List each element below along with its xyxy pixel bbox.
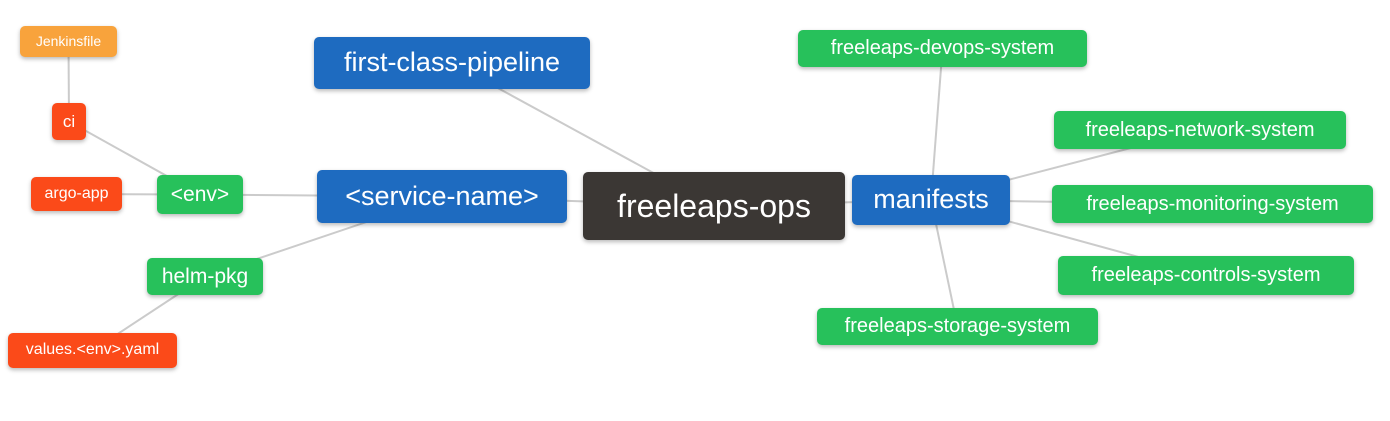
node-label: freeleaps-ops	[617, 187, 811, 224]
node-freeleaps-network-system[interactable]: freeleaps-network-system	[1054, 111, 1346, 149]
node-argo-app[interactable]: argo-app	[31, 177, 122, 211]
node-label: freeleaps-controls-system	[1091, 264, 1321, 286]
node-label: freeleaps-devops-system	[830, 37, 1055, 59]
node-label: argo-app	[44, 184, 109, 202]
node-helm-pkg[interactable]: helm-pkg	[147, 258, 263, 295]
node-label: manifests	[873, 184, 989, 214]
node-freeleaps-controls-system[interactable]: freeleaps-controls-system	[1058, 256, 1354, 295]
node-label: <env>	[170, 182, 230, 206]
node-values-env-yaml[interactable]: values.<env>.yaml	[8, 333, 177, 368]
node-label: freeleaps-storage-system	[844, 315, 1071, 337]
node-label: freeleaps-network-system	[1085, 118, 1315, 141]
node-label: helm-pkg	[161, 264, 249, 288]
node-freeleaps-devops-system[interactable]: freeleaps-devops-system	[798, 30, 1087, 67]
node-label: values.<env>.yaml	[25, 341, 160, 358]
node-label: first-class-pipeline	[343, 47, 561, 77]
node-ci[interactable]: ci	[52, 103, 86, 140]
node-freeleaps-storage-system[interactable]: freeleaps-storage-system	[817, 308, 1098, 345]
node-label: ci	[62, 111, 76, 131]
node-first-class-pipeline[interactable]: first-class-pipeline	[314, 37, 590, 89]
node-env[interactable]: <env>	[157, 175, 243, 214]
node-freeleaps-monitoring-system[interactable]: freeleaps-monitoring-system	[1052, 185, 1373, 223]
node-service-name[interactable]: <service-name>	[317, 170, 567, 223]
edge-line	[930, 48, 944, 201]
node-label: <service-name>	[345, 180, 539, 211]
node-manifests[interactable]: manifests	[852, 175, 1010, 225]
node-label: Jenkinsfile	[35, 33, 102, 49]
node-freeleaps-ops[interactable]: freeleaps-ops	[583, 172, 845, 240]
node-label: freeleaps-monitoring-system	[1086, 192, 1339, 215]
node-jenkinsfile[interactable]: Jenkinsfile	[20, 26, 117, 57]
